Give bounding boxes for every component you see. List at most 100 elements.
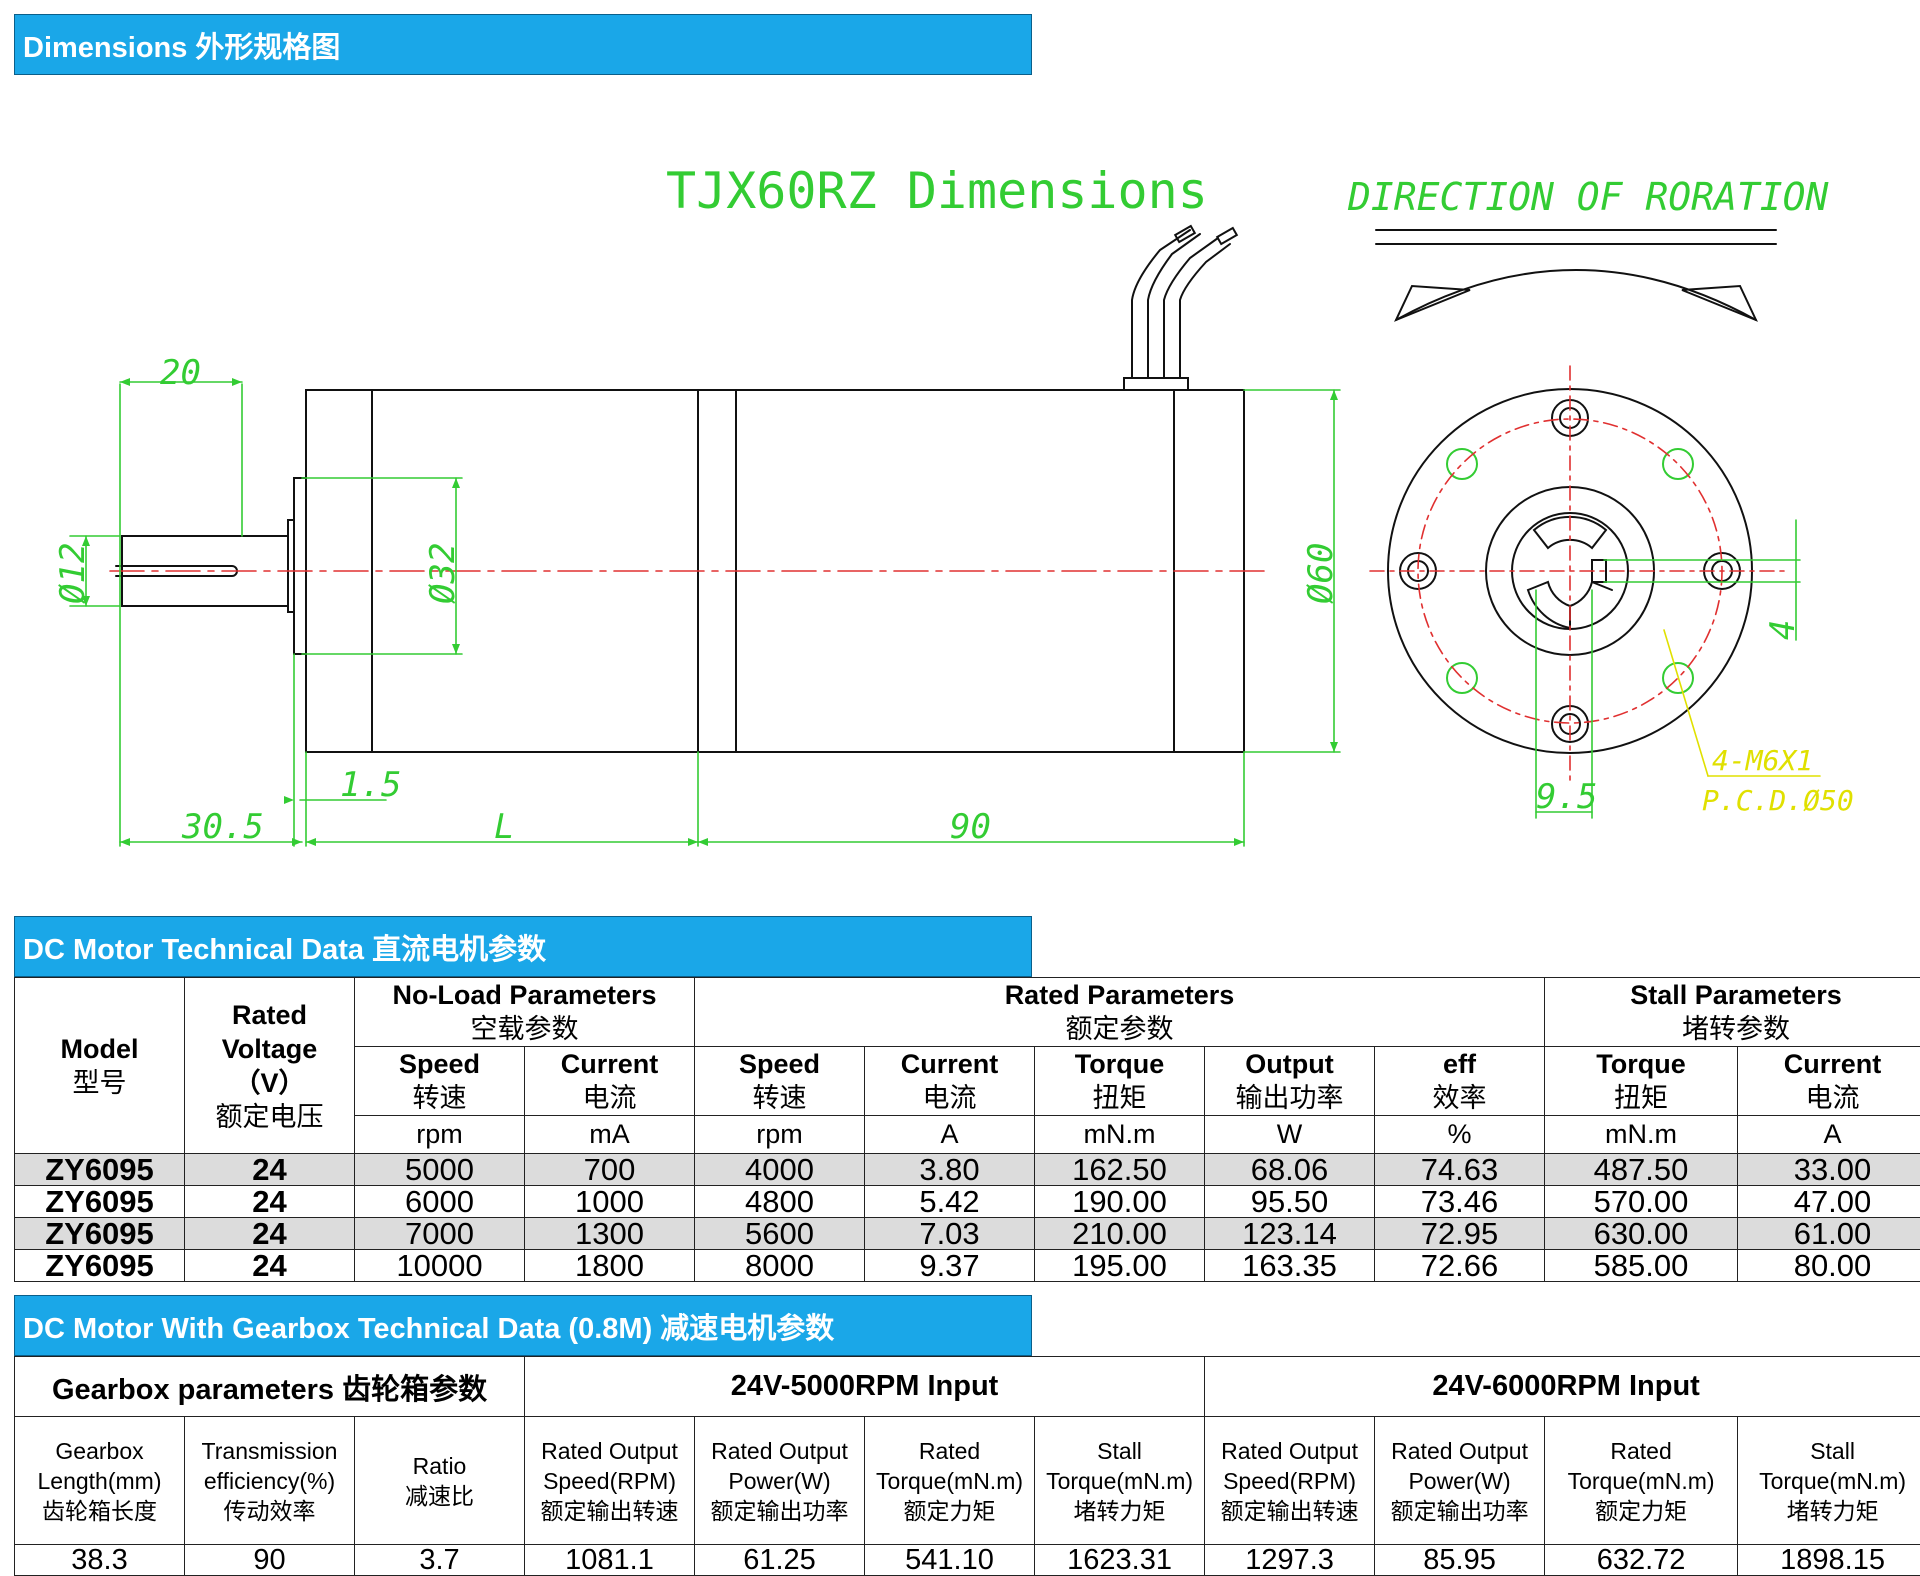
unit-cell: mN.m: [1035, 1116, 1205, 1154]
gearbox-data-header-bar: DC Motor With Gearbox Technical Data (0.…: [14, 1295, 1032, 1356]
table-cell: 68.06: [1205, 1154, 1375, 1186]
table-cell: 4800: [695, 1186, 865, 1218]
input-5000-header: 24V-5000RPM Input: [525, 1357, 1205, 1417]
table-cell: 73.46: [1375, 1186, 1545, 1218]
table-cell: 585.00: [1545, 1250, 1738, 1282]
dimension-drawing: TJX60RZ Dimensions DIRECTION OF RORATION…: [0, 0, 1920, 910]
table-cell: 195.00: [1035, 1250, 1205, 1282]
dim-d60: Ø60: [1301, 543, 1341, 604]
table-cell: ZY6095: [15, 1154, 185, 1186]
table-cell: 61.25: [695, 1545, 865, 1576]
unit-cell: W: [1205, 1116, 1375, 1154]
table-cell: 80.00: [1738, 1250, 1920, 1282]
gearbox-data-table: Gearbox parameters 齿轮箱参数 24V-5000RPM Inp…: [14, 1356, 1920, 1576]
gearbox-data-title: DC Motor With Gearbox Technical Data (0.…: [23, 1305, 834, 1347]
dim-20: 20: [160, 353, 201, 393]
table-cell: 570.00: [1545, 1186, 1738, 1218]
table-cell: 24: [185, 1250, 355, 1282]
table-cell: 38.3: [15, 1545, 185, 1576]
drawing-title: TJX60RZ Dimensions: [666, 162, 1208, 220]
table-cell: 632.72: [1545, 1545, 1738, 1576]
table-cell: 5600: [695, 1218, 865, 1250]
table-cell: 33.00: [1738, 1154, 1920, 1186]
table-cell: 630.00: [1545, 1218, 1738, 1250]
dim-d32: Ø32: [423, 543, 463, 604]
table-cell: 1800: [525, 1250, 695, 1282]
motor-data-header-bar: DC Motor Technical Data 直流电机参数: [14, 916, 1032, 977]
unit-cell: rpm: [355, 1116, 525, 1154]
pcd-note: P.C.D.Ø50: [1702, 784, 1854, 817]
gearbox-params-header: Gearbox parameters 齿轮箱参数: [15, 1357, 525, 1417]
table-cell: 1081.1: [525, 1545, 695, 1576]
screw-note: 4-M6X1: [1712, 744, 1813, 777]
dim-L: L: [494, 807, 514, 847]
table-cell: 85.95: [1375, 1545, 1545, 1576]
dim-4: 4: [1763, 620, 1803, 640]
table-cell: 541.10: [865, 1545, 1035, 1576]
table-cell: 1300: [525, 1218, 695, 1250]
table-cell: 5.42: [865, 1186, 1035, 1218]
table-cell: 5000: [355, 1154, 525, 1186]
motor-data-title: DC Motor Technical Data 直流电机参数: [23, 926, 546, 968]
table-cell: 74.63: [1375, 1154, 1545, 1186]
table-cell: 72.66: [1375, 1250, 1545, 1282]
input-6000-header: 24V-6000RPM Input: [1205, 1357, 1920, 1417]
dim-30-5: 30.5: [181, 807, 264, 847]
table-cell: 7.03: [865, 1218, 1035, 1250]
unit-cell: A: [1738, 1116, 1920, 1154]
table-cell: ZY6095: [15, 1250, 185, 1282]
table-cell: 90: [185, 1545, 355, 1576]
unit-cell: mA: [525, 1116, 695, 1154]
table-cell: 95.50: [1205, 1186, 1375, 1218]
table-cell: 61.00: [1738, 1218, 1920, 1250]
table-cell: 10000: [355, 1250, 525, 1282]
gearbox-header-row: Gearbox parameters 齿轮箱参数 24V-5000RPM Inp…: [15, 1357, 1920, 1417]
table-cell: 47.00: [1738, 1186, 1920, 1218]
dim-9-5: 9.5: [1536, 777, 1597, 817]
table-cell: 1898.15: [1738, 1545, 1920, 1576]
table-cell: 7000: [355, 1218, 525, 1250]
table-cell: 3.7: [355, 1545, 525, 1576]
table-cell: 1000: [525, 1186, 695, 1218]
table-cell: 8000: [695, 1250, 865, 1282]
dim-90: 90: [950, 807, 991, 847]
dim-d12: Ø12: [53, 543, 93, 604]
table-cell: 3.80: [865, 1154, 1035, 1186]
table-row: 38.3 90 3.7 1081.1 61.25 541.10 1623.31 …: [15, 1545, 1920, 1576]
table-cell: 72.95: [1375, 1218, 1545, 1250]
dim-1-5: 1.5: [340, 765, 401, 805]
table-cell: 1623.31: [1035, 1545, 1205, 1576]
table-row: ZY6095 24 7000 1300 5600 7.03 210.00 123…: [15, 1218, 1920, 1250]
table-cell: 123.14: [1205, 1218, 1375, 1250]
table-row: ZY6095 24 6000 1000 4800 5.42 190.00 95.…: [15, 1186, 1920, 1218]
table-row: ZY6095 24 5000 700 4000 3.80 162.50 68.0…: [15, 1154, 1920, 1186]
table-cell: 6000: [355, 1186, 525, 1218]
table-cell: 24: [185, 1154, 355, 1186]
table-cell: 9.37: [865, 1250, 1035, 1282]
table-row: ZY6095 24 10000 1800 8000 9.37 195.00 16…: [15, 1250, 1920, 1282]
unit-cell: mN.m: [1545, 1116, 1738, 1154]
